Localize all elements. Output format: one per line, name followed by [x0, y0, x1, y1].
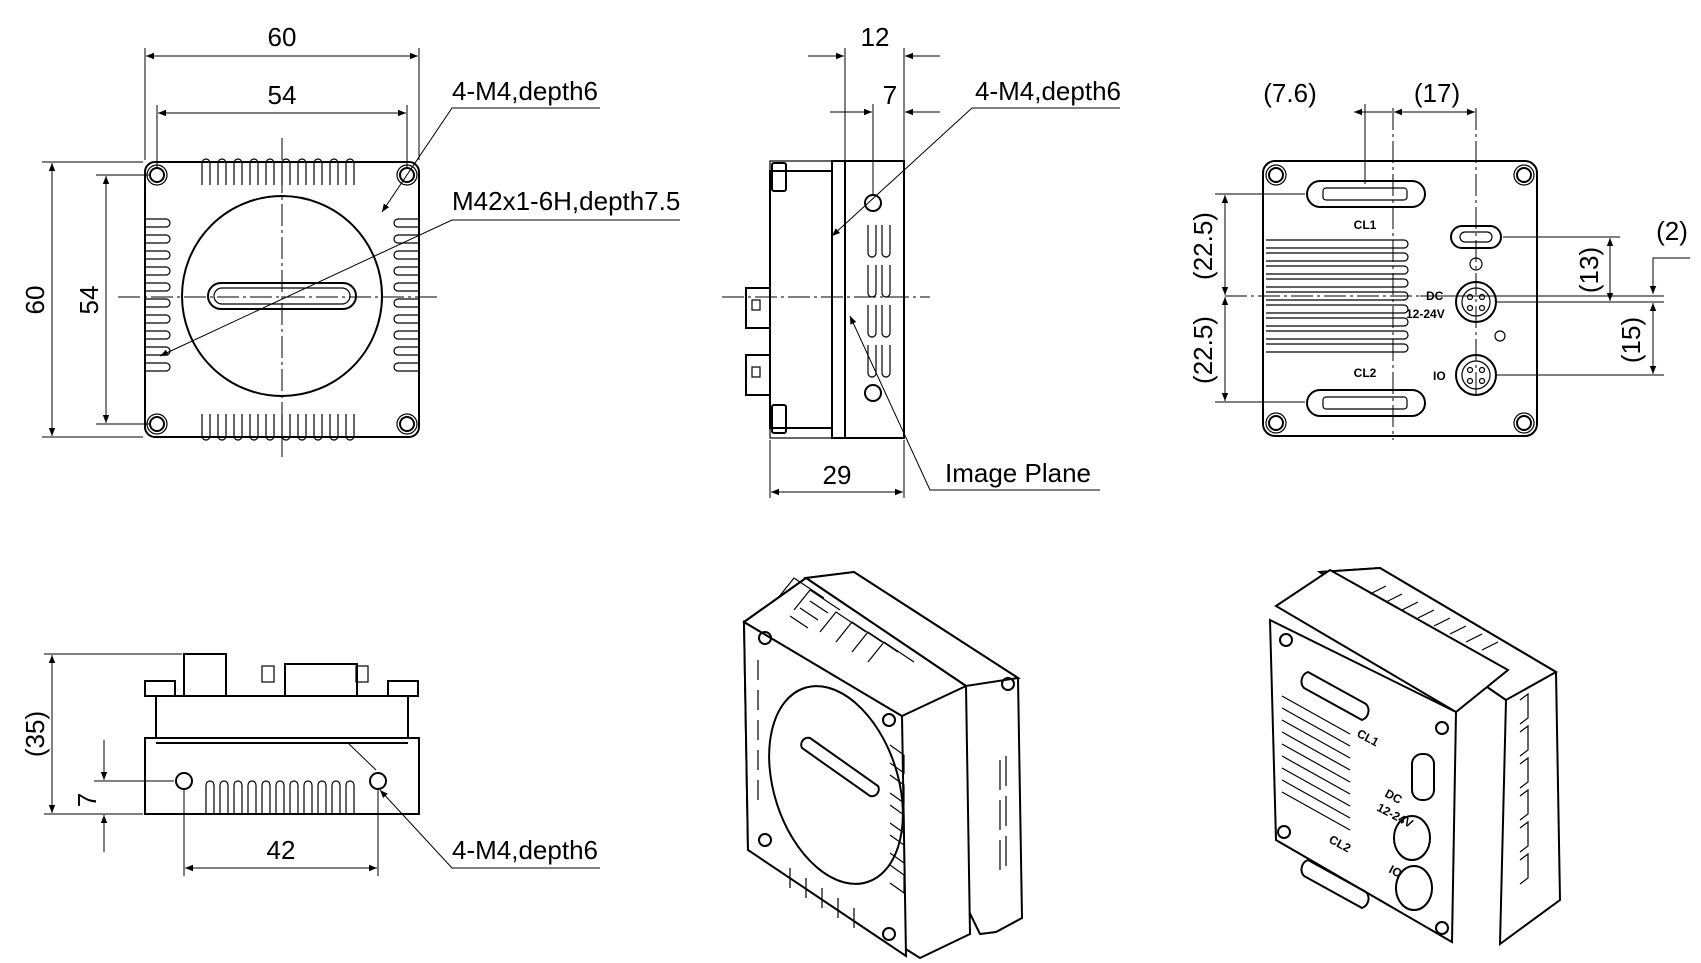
bottom-dim-height-label: (35) [20, 711, 50, 757]
cl2-port [1306, 389, 1426, 417]
front-height-outer-label: 60 [20, 286, 50, 315]
cl1-label: CL1 [1354, 218, 1377, 232]
rear-dim-lower-label: (22.5) [1188, 316, 1218, 384]
front-height-holes-label: 54 [74, 286, 104, 315]
side-hole-bottom [864, 384, 882, 402]
iso-cl2-port [1300, 858, 1370, 910]
bottom-hole-left [175, 772, 193, 790]
rear-dim-right-label: (17) [1414, 78, 1460, 108]
iso-dc-connector [1393, 815, 1431, 861]
side-dim-hole-label: 7 [883, 80, 897, 110]
front-top-fins [201, 158, 355, 185]
side-fins [867, 225, 891, 378]
cl1-port [1306, 180, 1426, 208]
bottom-holes-callout: 4-M4,depth6 [452, 835, 598, 865]
dc-voltage-label: 12-24V [1406, 307, 1445, 321]
iso-cl1-port [1300, 670, 1370, 722]
bottom-view: (35) 7 42 4-M4,depth6 [20, 653, 600, 876]
side-dim-top-label: 12 [861, 22, 890, 52]
rear-mount-holes [1265, 164, 1535, 434]
front-holes-callout: 4-M4,depth6 [452, 76, 598, 106]
front-view: 60 54 60 54 4-M4,depth6 M42x1-6H,depth7.… [20, 22, 680, 458]
side-hole-top [864, 194, 882, 212]
side-port-lower [745, 354, 771, 396]
bottom-screw-left [144, 680, 176, 697]
front-width-holes-label: 54 [268, 80, 297, 110]
iso-front-view [742, 570, 1024, 960]
iso-rear-face [1268, 618, 1458, 944]
front-right-fins [393, 218, 418, 372]
side-port-upper [745, 287, 771, 329]
rear-body-outline [1262, 160, 1538, 437]
rear-dim-15-label: (15) [1616, 317, 1646, 363]
bottom-hole-right [369, 772, 387, 790]
bottom-screw-right [387, 680, 419, 697]
bottom-body-rear [155, 695, 409, 739]
bottom-connector-housing [284, 663, 358, 697]
iso-rear-grooves [1281, 695, 1351, 831]
rear-view: CL1 CL2 DC 12-24V IO (7.6) (17) [1188, 78, 1690, 440]
side-holes-callout: 4-M4,depth6 [975, 76, 1121, 106]
bottom-dim-hole-height-label: 7 [72, 793, 102, 807]
rear-dim-upper-label: (22.5) [1188, 212, 1218, 280]
side-screw-top [771, 162, 787, 192]
cl2-label: CL2 [1354, 366, 1377, 380]
front-mount-callout: M42x1-6H,depth7.5 [452, 186, 680, 216]
rear-dim-left-label: (7.6) [1263, 78, 1316, 108]
side-view: 12 7 29 4-M4,depth6 Image Plane [722, 22, 1121, 498]
front-left-fins [146, 218, 171, 372]
io-label: IO [1433, 369, 1446, 383]
iso-io-label: IO [1387, 862, 1405, 880]
front-bottom-fins [201, 414, 355, 441]
iso-rear-side-fins [1519, 692, 1529, 885]
rear-cooling-grooves [1266, 239, 1409, 353]
bottom-dim-spacing-label: 42 [267, 835, 296, 865]
iso-sensor-slot [800, 736, 880, 798]
front-width-outer-label: 60 [268, 22, 297, 52]
iso-rear-top-fins [1369, 585, 1499, 651]
bottom-usb-housing [183, 653, 227, 697]
image-plane-callout: Image Plane [945, 458, 1091, 488]
rear-dim-13-label: (13) [1574, 247, 1604, 293]
iso-rear-view: CL1 CL2 DC 12-24V IO [1268, 566, 1562, 947]
rear-dim-2-label: (2) [1656, 216, 1688, 246]
side-dim-depth-label: 29 [823, 460, 852, 490]
side-screw-bottom [771, 404, 787, 434]
side-body-rear [769, 170, 833, 429]
bottom-fins [205, 780, 355, 813]
iso-usb-port [1411, 753, 1435, 801]
iso-io-connector [1395, 865, 1433, 911]
iso-front-fins [757, 577, 1007, 928]
